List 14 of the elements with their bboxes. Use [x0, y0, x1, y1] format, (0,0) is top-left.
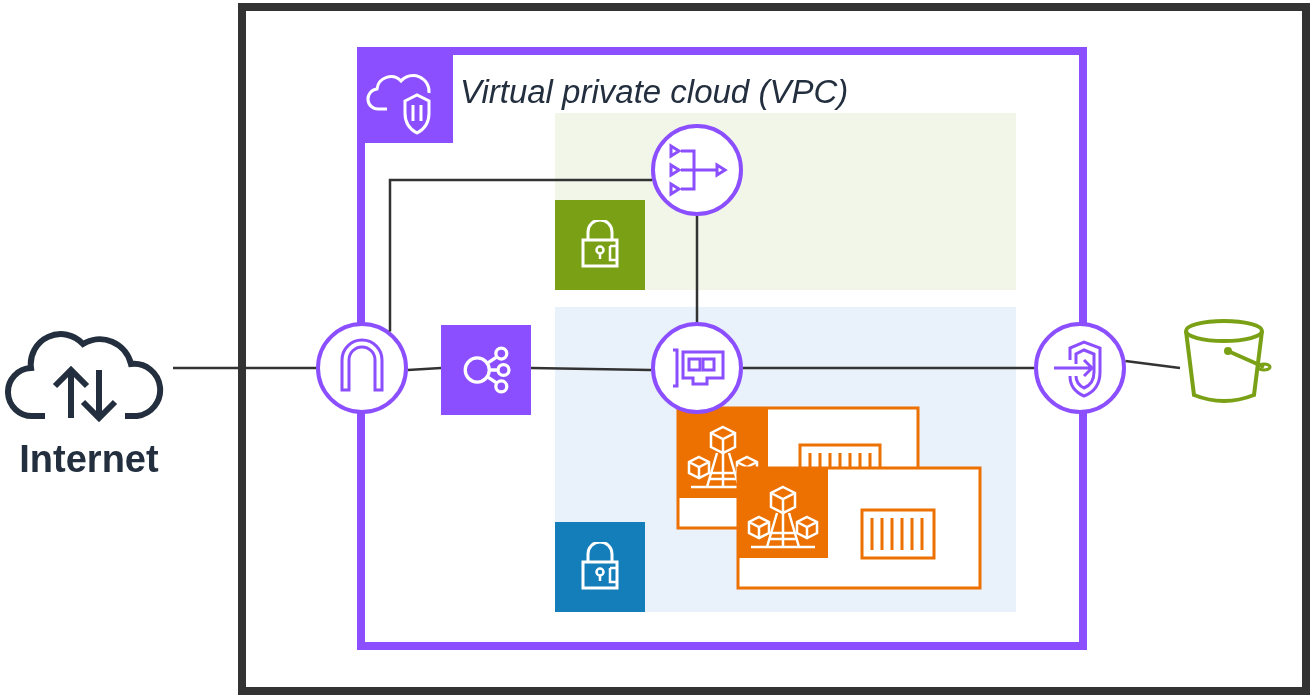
connector-line [530, 366, 652, 372]
internet-label: Internet [18, 438, 160, 481]
connector-line [1125, 359, 1181, 370]
connector-line [743, 366, 1034, 370]
connector-line [388, 178, 653, 332]
connector-line [695, 216, 699, 322]
load-balancer-square [441, 325, 531, 415]
connector-line [173, 366, 316, 370]
subnet-area [555, 113, 1016, 290]
vpc-title: Virtual private cloud (VPC) [460, 73, 849, 111]
account-frame [238, 3, 1310, 695]
connector-line [407, 366, 442, 372]
vpc-container [357, 47, 1087, 650]
subnet-area [555, 307, 1016, 612]
